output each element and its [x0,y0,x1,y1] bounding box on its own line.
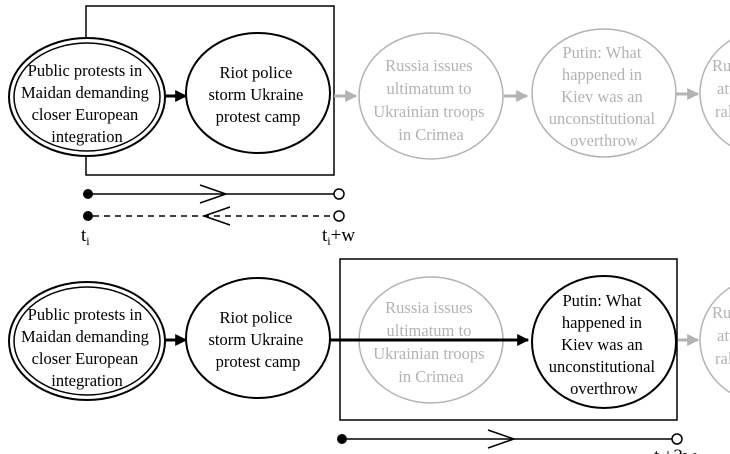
top-forward-chevron [199,184,229,204]
top-timeline-backward [83,206,345,226]
bottom-node-riot-text: Riot police storm Ukraine protest camp [209,308,308,371]
bottom-end-label: ti+2w [654,446,697,454]
top-node-riot-text: Riot police storm Ukraine protest camp [209,63,308,126]
bottom-node-protests: Public protests in Maidan demanding clos… [8,281,166,401]
top-node-partial: Ru att ral [699,39,730,147]
bottom-node-ultimatum-text: Russia issues ultimatum to Ukrainian tro… [373,298,488,386]
top-node-partial-text: Ru att ral [712,56,730,121]
top-node-ultimatum: Russia issues ultimatum to Ukrainian tro… [358,32,504,160]
top-row: Public protests in Maidan demanding clos… [8,5,730,248]
top-node-riot: Riot police storm Ukraine protest camp [185,32,331,154]
top-node-protests: Public protests in Maidan demanding clos… [8,37,166,157]
top-node-putin: Putin: What happened in Kiev was an unco… [531,28,677,158]
top-node-putin-text: Putin: What happened in Kiev was an unco… [549,43,659,150]
top-node-ultimatum-text: Russia issues ultimatum to Ukrainian tro… [373,56,488,144]
bottom-node-putin: Putin: What happened in Kiev was an unco… [531,275,677,409]
bottom-node-partial-text: Ru att ral [712,303,730,368]
bottom-forward-chevron [487,429,517,449]
bottom-row: Public protests in Maidan demanding clos… [8,258,730,454]
bottom-timeline-forward [337,429,683,449]
bottom-node-putin-text: Putin: What happened in Kiev was an unco… [549,291,659,398]
top-backward-chevron [201,206,231,226]
top-node-protests-text: Public protests in Maidan demanding clos… [21,61,153,146]
top-start-label: ti [81,225,90,248]
bottom-node-riot: Riot police storm Ukraine protest camp [185,277,331,399]
bottom-node-protests-text: Public protests in Maidan demanding clos… [21,305,153,390]
top-end-label: ti+w [322,225,355,248]
bottom-node-partial: Ru att ral [699,286,730,394]
top-timeline-forward [83,184,345,204]
